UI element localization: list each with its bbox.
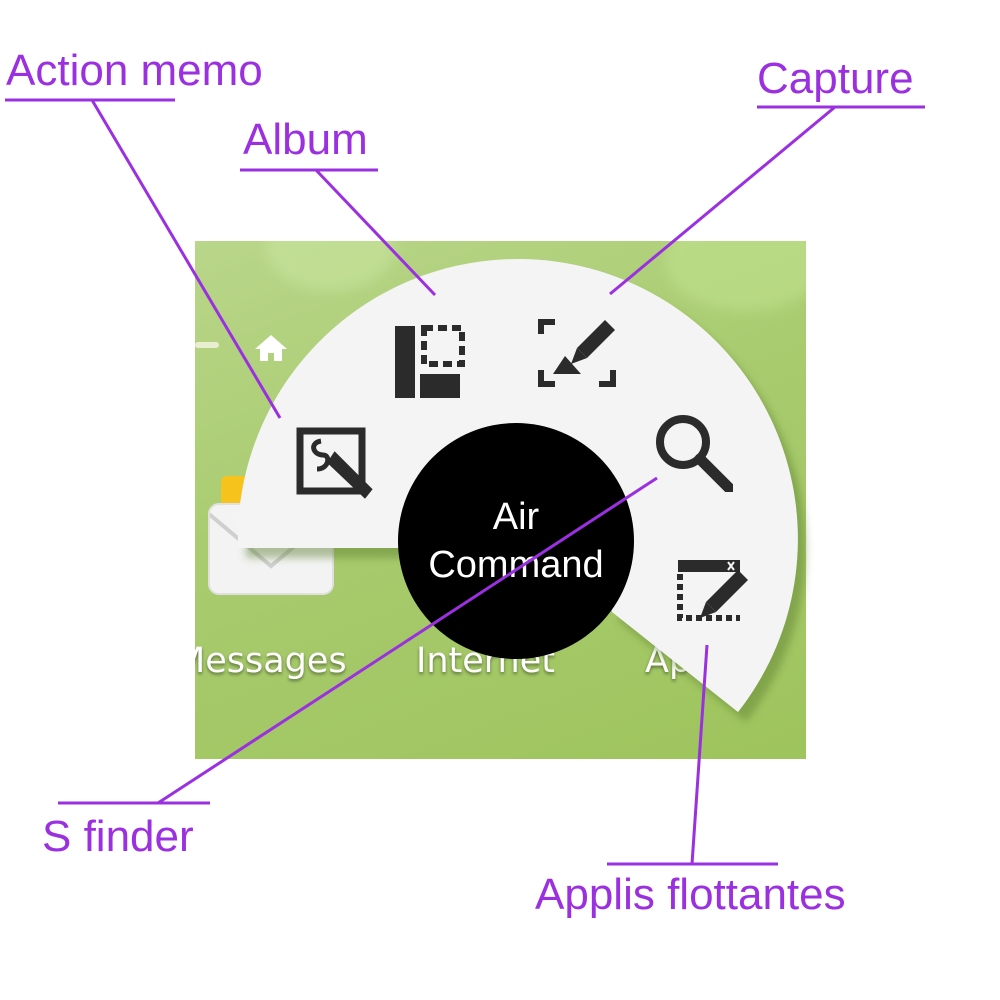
air-command-center-button[interactable]: Air Command	[398, 423, 634, 659]
callout-s-finder: S finder	[42, 812, 194, 861]
s-finder-button[interactable]	[653, 412, 735, 494]
action-memo-icon	[296, 427, 373, 499]
album-button[interactable]	[390, 322, 470, 402]
air-command-label-line1: Air	[492, 496, 540, 538]
scrapbook-icon	[395, 325, 465, 398]
action-memo-button[interactable]	[295, 425, 375, 505]
pen-window-icon	[677, 560, 748, 621]
callout-floating-apps: Applis flottantes	[535, 870, 846, 919]
screen-write-icon	[538, 319, 616, 387]
capture-button[interactable]	[537, 312, 617, 392]
callout-action-memo: Action memo	[6, 46, 263, 95]
callout-capture: Capture	[757, 54, 914, 103]
callout-album: Album	[243, 115, 368, 164]
search-icon	[656, 415, 735, 494]
air-command-label-line2: Command	[428, 544, 604, 586]
floating-apps-button[interactable]	[676, 552, 756, 632]
